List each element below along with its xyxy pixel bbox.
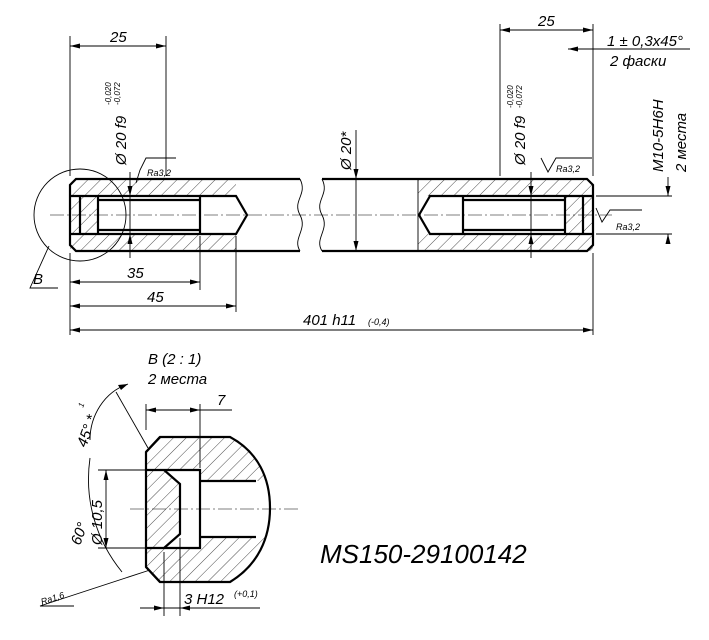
shaft-left-contour — [68, 177, 300, 253]
part-number: MS150-29100142 — [320, 539, 527, 569]
detail-circle — [33, 168, 127, 262]
shaft-right-contour — [322, 177, 595, 253]
thread-note: M10-5H6H — [650, 99, 667, 172]
roughness-right-top: Ra3,2 — [556, 164, 580, 174]
left-section-hatch — [70, 179, 236, 251]
detail-depth-tol: (+0,1) — [234, 589, 258, 599]
detail-count: 2 места — [147, 371, 207, 388]
tol-lower-left: -0,072 — [113, 82, 122, 105]
detail-dim-7: 7 — [217, 392, 226, 409]
detail-roughness: Ra1,6 — [40, 590, 66, 607]
view-label: B — [33, 271, 43, 288]
tol-upper-left: -0,020 — [104, 82, 113, 105]
dim-401-tol: (-0,4) — [368, 317, 390, 327]
roughness-left: Ra3,2 — [147, 168, 171, 178]
chamfer-note: 1 ± 0,3x45° — [607, 33, 683, 50]
tol-upper-right: -0,020 — [506, 85, 515, 108]
detail-view: B (2 : 1) 2 места 7 45° * 1 Ø 10,5 60° — [40, 351, 300, 616]
dim-401: 401 h11 — [303, 312, 356, 329]
dimensions: 25 25 1 ± 0,3x45° 2 фаски M10-5H6H 2 мес… — [69, 13, 690, 335]
dim-d20-star: Ø 20* — [338, 130, 355, 171]
detail-d10-5: Ø 10,5 — [89, 499, 106, 546]
chamfer-count: 2 фаски — [609, 53, 667, 70]
detail-header: B (2 : 1) — [148, 351, 201, 368]
dim-d20f9-right: Ø 20 f9 — [512, 115, 529, 166]
detail-depth: 3 H12 — [184, 591, 225, 608]
dim-45: 45 — [147, 289, 164, 306]
dim-d20f9-left: Ø 20 f9 — [113, 115, 130, 166]
tol-lower-right: -0,072 — [515, 85, 524, 108]
shaft-view: B — [29, 168, 612, 289]
dim-25-left: 25 — [109, 29, 127, 46]
detail-angle-60: 60° — [68, 520, 92, 547]
right-section-hatch — [418, 179, 593, 251]
detail-contour — [144, 435, 272, 584]
detail-angle-45: 45° * — [74, 412, 102, 450]
roughness-right-end: Ra3,2 — [616, 222, 640, 232]
dim-25-right: 25 — [537, 13, 555, 30]
thread-count: 2 места — [673, 113, 690, 173]
dim-35: 35 — [127, 265, 144, 282]
detail-angle-45-sup: 1 — [76, 401, 86, 408]
